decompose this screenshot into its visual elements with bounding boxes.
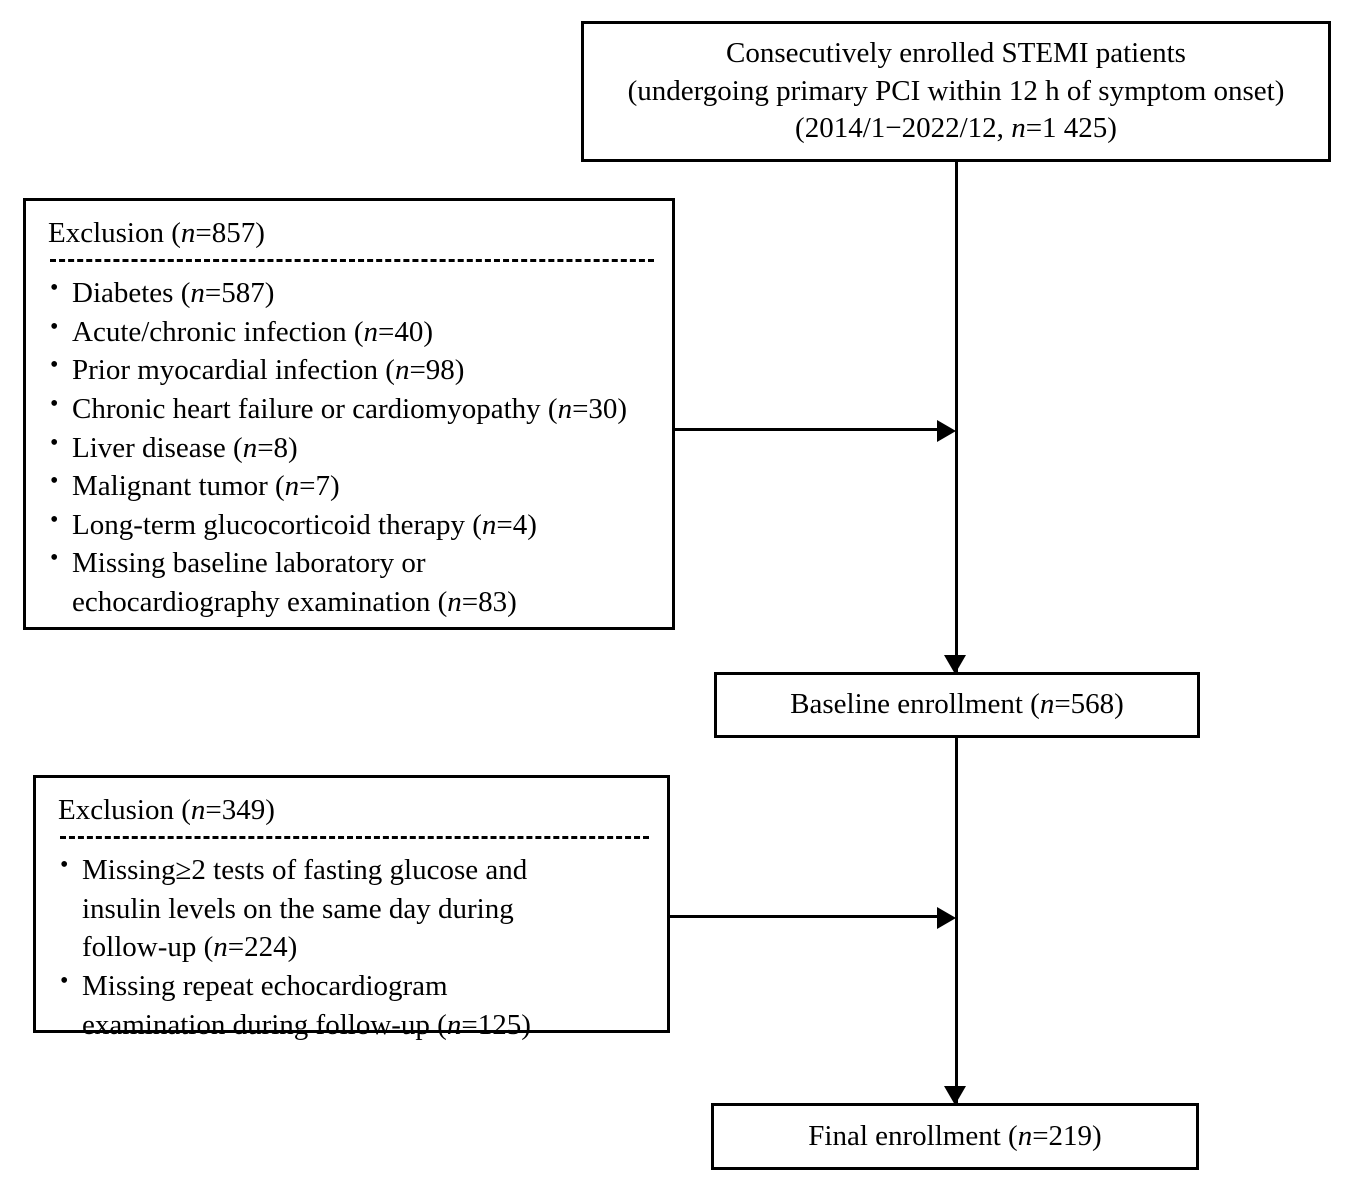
arrowhead-into-final	[944, 1086, 966, 1105]
baseline-enrollment-text: Baseline enrollment (n=568)	[790, 686, 1124, 724]
n-symbol: n	[394, 354, 410, 387]
exclusion-1-item-2-count: =98)	[409, 354, 465, 387]
exclusion-2-item-0-label-line3: follow-up (	[82, 931, 214, 964]
list-item: Prior myocardial infection (n=98)	[48, 350, 656, 390]
n-symbol: n	[213, 931, 228, 964]
exclusion-1-item-7-label-line2: echocardiography examination (	[72, 585, 448, 618]
list-item: Missing≥2 tests of fasting glucose and in…	[58, 850, 651, 967]
exclusion-1-title-count: =857)	[195, 217, 265, 249]
n-symbol: n	[446, 1008, 462, 1041]
final-enrollment-box: Final enrollment (n=219)	[711, 1103, 1199, 1170]
exclusion-1-item-6-count: =4)	[496, 508, 537, 541]
n-symbol: n	[242, 431, 258, 464]
baseline-enrollment-label: Baseline enrollment (	[790, 688, 1040, 721]
exclusion-2-item-1-label: Missing repeat echocardiogram	[82, 969, 448, 1002]
list-item: Missing repeat echocardiogram examination…	[58, 966, 651, 1044]
list-item: Missing baseline laboratory or echocardio…	[48, 543, 656, 621]
arrowhead-exclusion-1	[937, 420, 956, 442]
exclusion-1-item-4-count: =8)	[257, 431, 298, 464]
exclusion-1-item-1-label: Acute/chronic infection (	[72, 315, 364, 348]
exclusion-2-title: Exclusion (n=349)	[58, 792, 651, 828]
list-item: Acute/chronic infection (n=40)	[48, 312, 656, 352]
exclusion-1-dashed-divider	[50, 259, 654, 263]
exclusion-1-item-4-label: Liver disease (	[72, 431, 243, 464]
connector-baseline-to-final	[955, 738, 958, 1106]
n-symbol: n	[1017, 1119, 1033, 1152]
exclusion-1-item-1-count: =40)	[378, 315, 434, 348]
exclusion-box-2: Exclusion (n=349) Missing≥2 tests of fas…	[33, 775, 670, 1041]
exclusion-1-item-6-label: Long-term glucocorticoid therapy (	[72, 508, 482, 541]
exclusion-2-item-1-count: =125)	[461, 1008, 531, 1041]
exclusion-2-item-0-count: =224)	[227, 931, 298, 964]
n-symbol: n	[557, 392, 573, 425]
n-symbol: n	[481, 508, 497, 541]
exclusion-1-item-0-label: Diabetes (	[72, 277, 191, 310]
exclusion-1-title: Exclusion (n=857)	[48, 215, 656, 251]
baseline-enrollment-box: Baseline enrollment (n=568)	[714, 672, 1200, 738]
n-symbol: n	[447, 585, 462, 618]
final-enrollment-label: Final enrollment (	[808, 1119, 1018, 1152]
exclusion-1-item-7-label: Missing baseline laboratory or	[72, 547, 426, 580]
n-symbol: n	[190, 794, 206, 826]
connector-exclusion-2	[670, 915, 937, 918]
exclusion-1-inner: Exclusion (n=857) Diabetes (n=587) Acute…	[26, 201, 672, 627]
exclusion-2-item-1-label-line2: examination during follow-up (	[82, 1008, 447, 1041]
exclusion-2-list: Missing≥2 tests of fasting glucose and in…	[58, 850, 651, 1044]
final-enrollment-text: Final enrollment (n=219)	[808, 1118, 1101, 1156]
exclusion-1-item-5-label: Malignant tumor (	[72, 470, 285, 503]
connector-exclusion-1	[675, 428, 937, 431]
exclusion-1-item-5-count: =7)	[299, 470, 340, 503]
final-enrollment-count: =219)	[1032, 1119, 1102, 1152]
n-symbol: n	[1039, 688, 1055, 721]
top-cohort-text: Consecutively enrolled STEMI patients (u…	[628, 35, 1285, 148]
exclusion-2-dashed-divider	[60, 836, 649, 840]
arrowhead-exclusion-2	[937, 907, 956, 929]
arrowhead-into-baseline	[944, 655, 966, 674]
exclusion-2-inner: Exclusion (n=349) Missing≥2 tests of fas…	[36, 778, 667, 1041]
top-cohort-count: =1 425)	[1025, 112, 1117, 145]
list-item: Chronic heart failure or cardiomyopathy …	[48, 389, 656, 429]
exclusion-2-item-0-label-line2: insulin levels on the same day during	[82, 892, 514, 925]
n-symbol: n	[180, 217, 196, 249]
connector-top-to-baseline	[955, 162, 958, 674]
n-symbol: n	[284, 470, 300, 503]
exclusion-1-item-0-count: =587)	[204, 277, 275, 310]
exclusion-1-item-3-label: Chronic heart failure or cardiomyopathy …	[72, 392, 558, 425]
top-cohort-date-range: (2014/1−2022/12,	[795, 112, 1012, 145]
top-cohort-box: Consecutively enrolled STEMI patients (u…	[581, 21, 1331, 162]
list-item: Diabetes (n=587)	[48, 273, 656, 313]
exclusion-box-1: Exclusion (n=857) Diabetes (n=587) Acute…	[23, 198, 675, 630]
list-item: Long-term glucocorticoid therapy (n=4)	[48, 505, 656, 545]
top-cohort-line-1: Consecutively enrolled STEMI patients	[726, 36, 1186, 69]
exclusion-1-item-2-label: Prior myocardial infection (	[72, 354, 395, 387]
exclusion-1-list: Diabetes (n=587) Acute/chronic infection…	[48, 273, 656, 621]
exclusion-2-title-prefix: Exclusion (	[58, 794, 191, 826]
top-cohort-line-3: (2014/1−2022/12, n=1 425)	[628, 110, 1285, 148]
n-symbol: n	[1011, 112, 1026, 145]
n-symbol: n	[363, 315, 379, 348]
list-item: Liver disease (n=8)	[48, 428, 656, 468]
list-item: Malignant tumor (n=7)	[48, 466, 656, 506]
exclusion-2-item-0-label: Missing≥2 tests of fasting glucose and	[82, 854, 528, 887]
exclusion-1-title-prefix: Exclusion (	[48, 217, 181, 249]
exclusion-1-item-3-count: =30)	[572, 392, 628, 425]
n-symbol: n	[190, 277, 205, 310]
exclusion-2-title-count: =349)	[205, 794, 275, 826]
top-cohort-line-2: (undergoing primary PCI within 12 h of s…	[627, 74, 1285, 107]
baseline-enrollment-count: =568)	[1054, 688, 1124, 721]
exclusion-1-item-7-count: =83)	[461, 585, 517, 618]
